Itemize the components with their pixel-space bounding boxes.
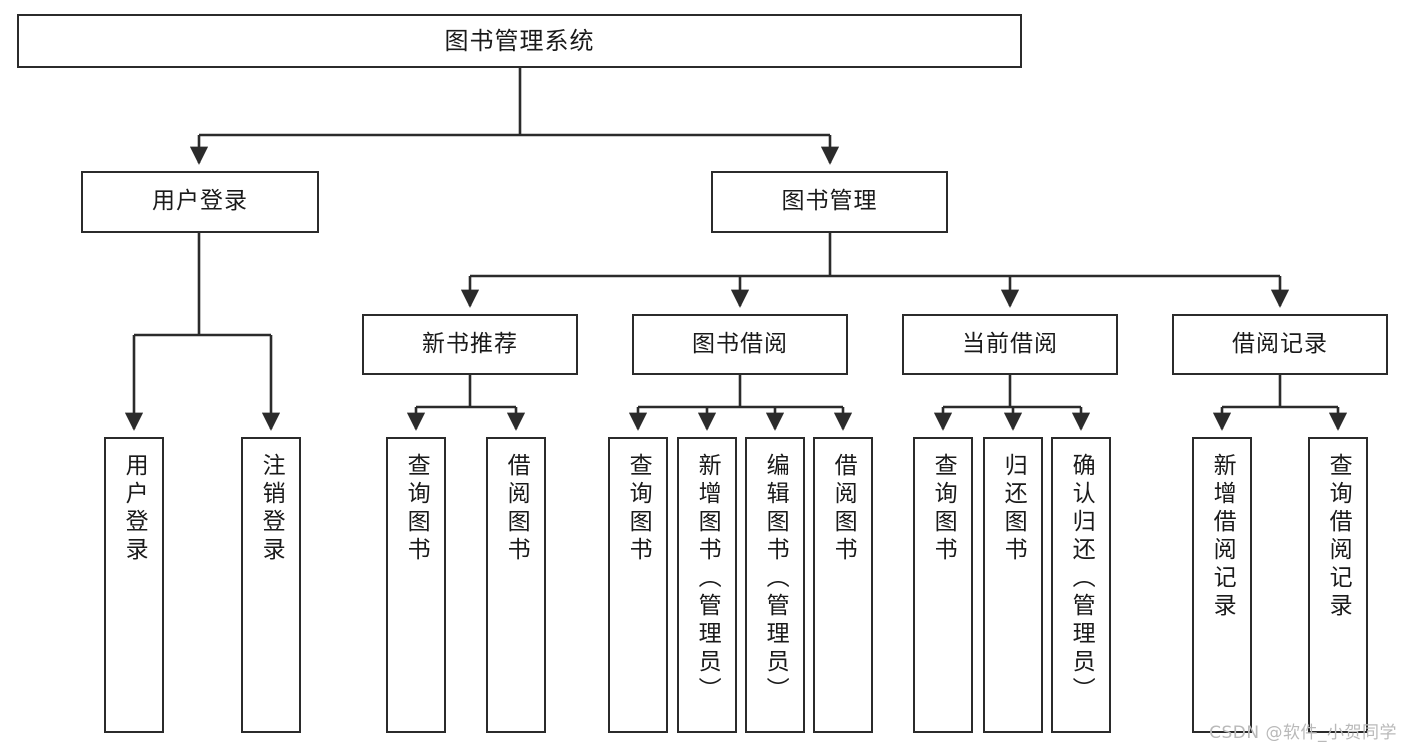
leaf-confirm-return-label: 确认归还（管理员） (1068, 453, 1095, 705)
node-new-book-recommend-label: 新书推荐 (422, 330, 518, 357)
leaf-query-book-borrow-label: 查询图书 (625, 453, 652, 565)
leaf-query-book-current[interactable]: 查询图书 (913, 437, 973, 733)
leaf-borrow-book-recommend[interactable]: 借阅图书 (486, 437, 546, 733)
leaf-edit-book[interactable]: 编辑图书（管理员） (745, 437, 805, 733)
leaf-add-borrow-record-label: 新增借阅记录 (1209, 453, 1236, 621)
node-borrow-records[interactable]: 借阅记录 (1172, 314, 1388, 375)
leaf-query-book-recommend[interactable]: 查询图书 (386, 437, 446, 733)
leaf-user-login-label: 用户登录 (121, 453, 148, 565)
node-user-login[interactable]: 用户登录 (81, 171, 319, 233)
node-book-management-label: 图书管理 (781, 188, 878, 215)
leaf-user-logout[interactable]: 注销登录 (241, 437, 301, 733)
leaf-borrow-book-recommend-label: 借阅图书 (503, 453, 530, 565)
leaf-user-login[interactable]: 用户登录 (104, 437, 164, 733)
leaf-query-borrow-record-label: 查询借阅记录 (1325, 453, 1352, 621)
node-borrow-records-label: 借阅记录 (1232, 330, 1328, 357)
leaf-query-book-current-label: 查询图书 (930, 453, 957, 565)
leaf-add-book-label: 新增图书（管理员） (694, 453, 721, 705)
node-new-book-recommend[interactable]: 新书推荐 (362, 314, 578, 375)
node-root-label: 图书管理系统 (444, 26, 595, 55)
node-current-borrow-label: 当前借阅 (962, 330, 1058, 357)
leaf-add-borrow-record[interactable]: 新增借阅记录 (1192, 437, 1252, 733)
node-book-borrow[interactable]: 图书借阅 (632, 314, 848, 375)
leaf-return-book[interactable]: 归还图书 (983, 437, 1043, 733)
leaf-confirm-return[interactable]: 确认归还（管理员） (1051, 437, 1111, 733)
leaf-borrow-book-label: 借阅图书 (830, 453, 857, 565)
leaf-add-book[interactable]: 新增图书（管理员） (677, 437, 737, 733)
leaf-edit-book-label: 编辑图书（管理员） (762, 453, 789, 705)
leaf-user-logout-label: 注销登录 (258, 453, 285, 565)
leaf-query-book-borrow[interactable]: 查询图书 (608, 437, 668, 733)
leaf-query-borrow-record[interactable]: 查询借阅记录 (1308, 437, 1368, 733)
leaf-borrow-book[interactable]: 借阅图书 (813, 437, 873, 733)
node-current-borrow[interactable]: 当前借阅 (902, 314, 1118, 375)
leaf-return-book-label: 归还图书 (1000, 453, 1027, 565)
node-book-borrow-label: 图书借阅 (692, 330, 788, 357)
csdn-watermark: CSDN @软件_小贺同学 (1209, 723, 1397, 743)
node-book-management[interactable]: 图书管理 (711, 171, 948, 233)
node-root[interactable]: 图书管理系统 (17, 14, 1022, 68)
node-user-login-label: 用户登录 (152, 188, 248, 215)
leaf-query-book-recommend-label: 查询图书 (403, 453, 430, 565)
